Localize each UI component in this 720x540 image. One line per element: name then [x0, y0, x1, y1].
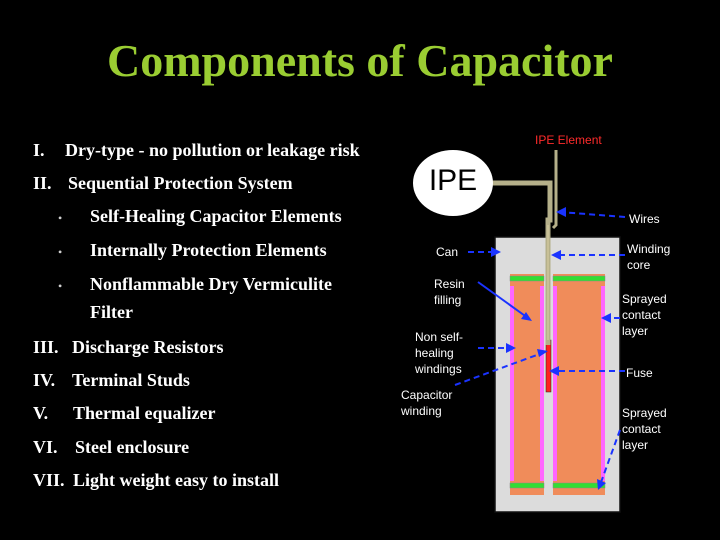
right-contact-layer-right [601, 286, 605, 481]
pointer-resin [477, 281, 529, 319]
sprayed-contact-layer-top-label: Sprayed contact layer [622, 291, 667, 339]
list-text: Terminal Studs [72, 370, 190, 390]
bullet-dot: • [58, 279, 63, 293]
list-item-3: III. Discharge Resistors [33, 337, 223, 358]
arrowhead-sprayed-top [601, 313, 611, 323]
label-line: Resin [434, 277, 465, 291]
arrowhead-non-self-healing [506, 343, 516, 353]
list-number: IV. [33, 370, 56, 390]
can-label: Can [436, 245, 459, 259]
list-text: Discharge Resistors [72, 337, 224, 357]
list-text: Steel enclosure [75, 437, 190, 457]
right-winding [553, 274, 605, 495]
label-line: layer [622, 438, 649, 452]
pointer-capacitor-winding [454, 351, 546, 386]
bottom-green-plate-right [552, 482, 606, 489]
label-line: core [627, 258, 651, 272]
list-number: VII. [33, 470, 65, 490]
list-item-5: V. Thermal equalizer [33, 403, 215, 424]
label-line: healing [415, 346, 454, 360]
arrowhead-winding [551, 250, 561, 260]
bullet-dot: • [58, 211, 63, 225]
label-line: windings [415, 362, 462, 376]
arrowhead-wires [556, 207, 566, 217]
list-number: V. [33, 403, 49, 423]
bullet-item-1: Self-Healing Capacitor Elements [90, 206, 342, 226]
capacitor-winding-label: Capacitor winding [401, 387, 452, 419]
list-item-6: VI. Steel enclosure [33, 437, 189, 458]
wires-label: Wires [629, 212, 660, 226]
right-contact-layer-left [553, 286, 557, 481]
fuse-strip [545, 339, 552, 393]
left-contact-layer-right [540, 286, 544, 481]
list-text: Sequential Protection System [68, 173, 293, 193]
ipe-element-label: IPE Element [535, 133, 602, 147]
ipe-circle-text: IPE [428, 164, 478, 197]
ipe-circle [413, 150, 493, 216]
top-green-plate-right [552, 275, 606, 282]
list-text: Light weight easy to install [73, 470, 280, 490]
label-line: contact [622, 422, 661, 436]
label-line: Winding [627, 242, 671, 256]
arrowhead-resin [521, 312, 532, 321]
pointer-wires [559, 211, 626, 218]
label-line: Sprayed [622, 406, 667, 420]
label-line: layer [622, 324, 649, 338]
sprayed-contact-layer-bottom-label: Sprayed contact layer [622, 405, 667, 453]
bullet-item-3: Nonflammable Dry Vermiculite [90, 274, 332, 294]
bullet-item-3-cont: Filter [90, 302, 133, 322]
label-line: Sprayed [622, 292, 667, 306]
label-line: filling [434, 293, 462, 307]
label-line: Capacitor [401, 388, 453, 402]
non-self-healing-label: Non self- healing windings [415, 329, 463, 377]
arrowhead-can [491, 247, 501, 257]
list-item-4: IV. Terminal Studs [33, 370, 190, 391]
list-number: I. [33, 140, 45, 160]
list-item-7: VII. Light weight easy to install [33, 470, 279, 491]
label-line: winding [401, 404, 442, 418]
arrowhead-fuse [549, 366, 559, 376]
list-number: VI. [33, 437, 58, 457]
bullet-dot: • [58, 245, 63, 259]
left-winding [510, 274, 544, 495]
label-line: contact [622, 308, 661, 322]
list-item-2: II. Sequential Protection System [33, 173, 293, 194]
arrowhead-capacitor-winding [537, 349, 548, 357]
bottom-green-plate-left [509, 482, 545, 489]
slide-title: Components of Capacitor [107, 35, 613, 86]
list-number: II. [33, 173, 52, 193]
top-wire [551, 150, 558, 230]
resin-filling-label: Resin filling [434, 276, 465, 308]
list-number: III. [33, 337, 59, 357]
top-green-plate-left [509, 275, 545, 282]
arrowhead-sprayed-bottom [597, 479, 606, 490]
list-text: Dry-type - no pollution or leakage risk [65, 140, 360, 160]
list-text: Thermal equalizer [73, 403, 216, 423]
winding-core-label: Winding core [627, 241, 670, 273]
bullet-item-2: Internally Protection Elements [90, 240, 327, 260]
label-line: Non self- [415, 330, 464, 344]
fuse-label: Fuse [626, 366, 653, 380]
left-contact-layer-left [510, 286, 514, 481]
list-item-1: I. Dry-type - no pollution or leakage ris… [33, 140, 360, 161]
